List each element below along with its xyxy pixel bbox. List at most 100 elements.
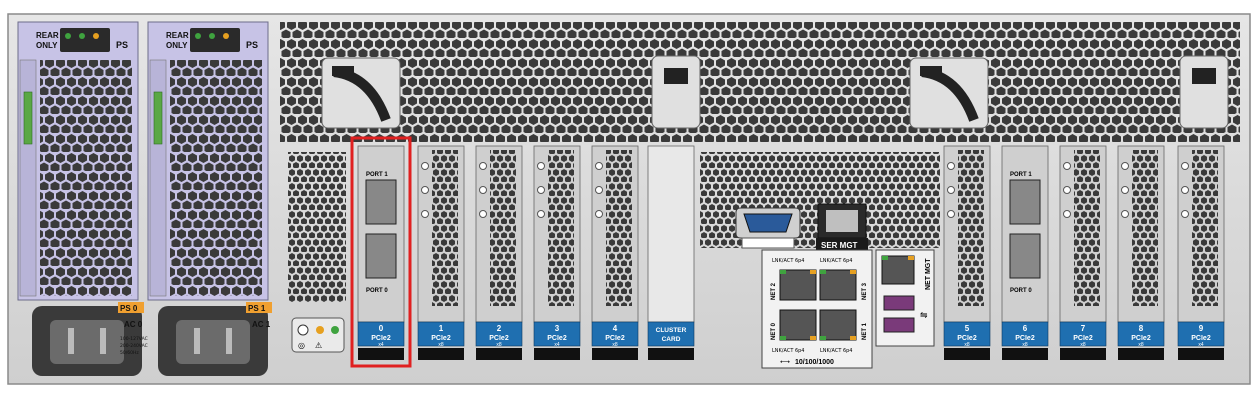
system-status-panel: ◎ ⚠ [291, 317, 345, 353]
power-supply-1: REAR ONLY PS [147, 21, 269, 301]
psu-0-ac-led [65, 33, 71, 39]
power-supply-0: REAR ONLY PS [17, 21, 139, 301]
slot-2-type: PCIe2 [489, 335, 509, 342]
lnk-act-top-right: LNK/ACT 6p4 [820, 258, 853, 264]
net-0-port[interactable] [779, 309, 817, 341]
power-ok-led [331, 326, 339, 334]
slot-9-lane: x4 [1198, 342, 1204, 348]
top-vent-grille [280, 22, 1240, 142]
service-led [316, 326, 324, 334]
psu-0-rear-only-line2: ONLY [36, 41, 58, 50]
slot-1-lane: x8 [438, 342, 444, 348]
handle-right[interactable] [1179, 55, 1229, 129]
usb-port-1[interactable] [883, 317, 915, 333]
psu-1-ac-led [195, 33, 201, 39]
slot-5-type: PCIe2 [957, 335, 977, 342]
lower-left-vent [288, 152, 346, 302]
slot-6-lane: x8 [1022, 342, 1028, 348]
slot-9-number: 9 [1199, 324, 1204, 333]
slot-7-type: PCIe2 [1073, 335, 1093, 342]
net-3-port[interactable] [819, 269, 857, 301]
slot-0-port-1-label: PORT 1 [366, 172, 388, 178]
cluster-card-label-0: CLUSTER [656, 327, 687, 334]
cluster-card-label-1: CARD [662, 336, 681, 343]
net-2-label: NET 2 [771, 282, 777, 300]
slot-5-number: 5 [965, 324, 970, 333]
net-2-port[interactable] [779, 269, 817, 301]
slot-6-port-0-label: PORT 0 [1010, 288, 1032, 294]
net-1-label: NET 1 [862, 322, 868, 340]
handle-left[interactable] [321, 57, 401, 129]
slot-2-number: 2 [497, 324, 502, 333]
psu-1-ok-led [209, 33, 215, 39]
psu-0-rating-line3: 50/60Hz [120, 350, 139, 356]
slot-0-port-0-label: PORT 0 [366, 288, 388, 294]
psu-0-tag: PS [116, 40, 128, 50]
usb-icon: ⇋ [920, 310, 928, 320]
speed-arrow-icon: ⟷ [780, 359, 790, 366]
slot-4-number: 4 [613, 324, 618, 333]
psu-1-fault-led [223, 33, 229, 39]
net-mgt-port[interactable] [881, 255, 915, 285]
ser-mgt-label: SER MGT [821, 241, 858, 250]
net-3-label: NET 3 [862, 282, 868, 300]
serial-db9-port[interactable] [735, 207, 801, 249]
lnk-act-bottom-left: LNK/ACT 6p4 [772, 348, 805, 354]
psu-0-ok-led [79, 33, 85, 39]
slot-5-lane: x8 [964, 342, 970, 348]
psu-1-badge: PS 1 [248, 304, 266, 313]
usb-port-0[interactable] [883, 295, 915, 311]
lnk-act-bottom-right: LNK/ACT 6p4 [820, 348, 853, 354]
psu-1-tag: PS [246, 40, 258, 50]
net-mgt-label: NET MGT [925, 258, 932, 290]
locate-icon: ◎ [298, 341, 305, 350]
psu-0-rating-line2: 200-240VAC [120, 343, 148, 349]
psu-1-rear-only-line1: REAR [166, 31, 189, 40]
psu-0-release-latch[interactable] [23, 91, 33, 145]
ac-1-label: AC 1 [252, 320, 271, 329]
warning-icon: ⚠ [315, 341, 322, 350]
net-0-label: NET 0 [771, 322, 777, 340]
slot-7-number: 7 [1081, 324, 1086, 333]
psu-1-release-latch[interactable] [153, 91, 163, 145]
slot-2-lane: x8 [496, 342, 502, 348]
slot-6-type: PCIe2 [1015, 335, 1035, 342]
lnk-act-top-left: LNK/ACT 6p4 [772, 258, 805, 264]
psu-0-badge: PS 0 [120, 304, 138, 313]
ser-mgt-port[interactable]: SER MGT [816, 203, 868, 250]
slot-4-type: PCIe2 [605, 335, 625, 342]
slot-4-lane: x8 [612, 342, 618, 348]
handle-center-left[interactable] [651, 55, 701, 129]
slot-9-type: PCIe2 [1191, 335, 1211, 342]
slot-1-number: 1 [439, 324, 444, 333]
pcie-slot-cluster-card[interactable]: CLUSTER CARD [647, 145, 695, 360]
slot-0-highlight [350, 136, 412, 368]
slot-0-type: PCIe2 [371, 335, 391, 342]
slot-0-number: 0 [379, 324, 384, 333]
locate-led[interactable] [297, 324, 309, 336]
ac-inlet-1: PS 1 AC 1 [158, 302, 272, 376]
psu-0-fault-led [93, 33, 99, 39]
net-1-port[interactable] [819, 309, 857, 341]
slot-8-type: PCIe2 [1131, 335, 1151, 342]
ac-inlet-0: PS 0 AC 0 100-127VAC 200-240VAC 50/60Hz [32, 302, 148, 376]
psu-1-rear-only-line2: ONLY [166, 41, 188, 50]
slot-0-lane: x4 [378, 342, 384, 348]
slot-3-lane: x4 [554, 342, 560, 348]
psu-0-rear-only-line1: REAR [36, 31, 59, 40]
ac-0-label: AC 0 [124, 320, 143, 329]
network-port-block: LNK/ACT 6p4 LNK/ACT 6p4 NET 2 NET 3 NET … [761, 249, 873, 369]
handle-center-right[interactable] [909, 57, 989, 129]
